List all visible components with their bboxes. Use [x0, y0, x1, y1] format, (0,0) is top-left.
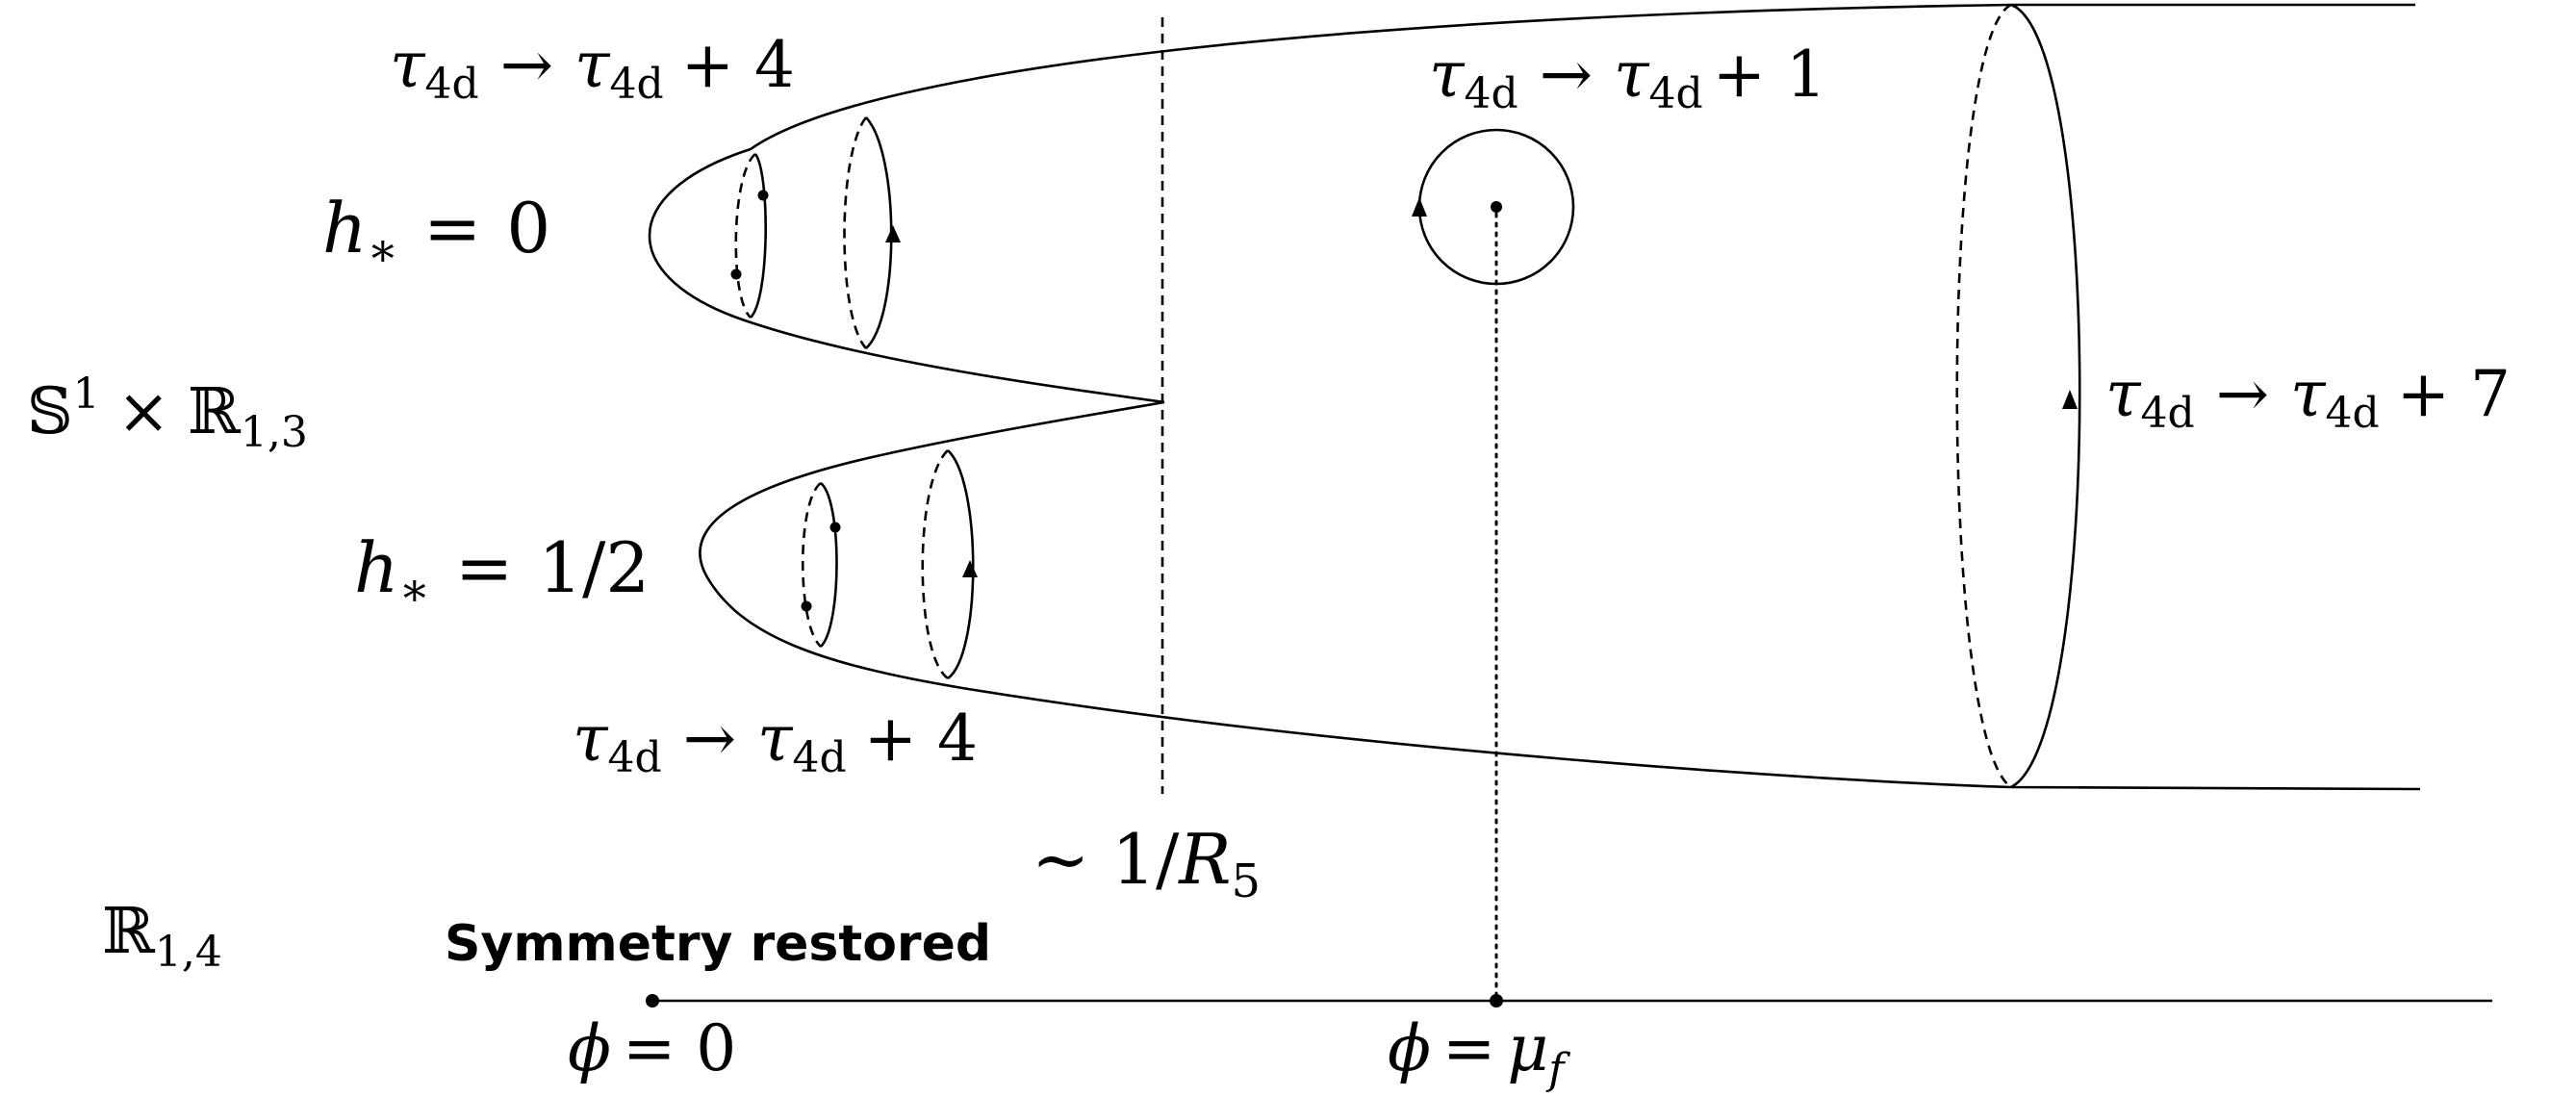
label-bottom-left-sheet: τ4d→τ4d+ 4: [573, 702, 978, 782]
label-h-bottom: h∗=1/2: [354, 527, 650, 617]
label-phi-zero: ϕ= 0: [568, 1011, 736, 1085]
phi-mu-point: [1490, 994, 1503, 1008]
phi-zero-point: [646, 994, 659, 1008]
top-lobe-large-loop-front: [865, 116, 893, 349]
bottom-lobe-small-loop-front: [819, 481, 838, 648]
top-lobe-point-a: [757, 190, 769, 201]
top-lobe-large-loop-back: [843, 116, 868, 349]
bottom-lobe-large-loop-back: [921, 449, 949, 680]
label-top-left-sheet: τ4d→τ4d+ 4: [390, 28, 795, 109]
label-h-top: h∗=0: [322, 188, 550, 277]
label-right-big-loop: τ4d→τ4d+ 7: [2105, 357, 2511, 438]
right-big-loop-front: [2010, 3, 2081, 789]
label-r5-scale: ∼ 1/R5: [1032, 819, 1261, 908]
label-top-right-loop: τ4d→τ4d+ 1: [1429, 38, 1826, 118]
top-lobe-loop-arrow: [885, 225, 901, 242]
bottom-lobe-small-loop-back: [801, 481, 822, 648]
bottom-lobe-point-b: [801, 600, 812, 612]
top-lobe-small-loop-front: [749, 153, 767, 319]
bottom-lobe-point-a: [829, 522, 841, 533]
right-big-loop-back: [1955, 3, 2012, 789]
right-big-loop-arrow: [2062, 390, 2078, 409]
label-symmetry-restored: Symmetry restored: [445, 915, 991, 973]
label-phi-mu: ϕ=μf: [1388, 1011, 1570, 1094]
monodromy-loop-arrow: [1412, 197, 1427, 217]
label-s1-r13: 𝕊1×ℝ1,3: [27, 370, 308, 457]
bottom-lobe-loop-arrow: [962, 560, 978, 577]
top-lobe-small-loop-back: [734, 152, 756, 319]
surface-middle-tip: [699, 400, 2421, 791]
top-lobe-point-b: [730, 268, 742, 280]
surface-top-edge: [648, 3, 2415, 404]
label-r14: ℝ1,4: [102, 894, 222, 977]
monodromy-center-point: [1491, 201, 1502, 213]
